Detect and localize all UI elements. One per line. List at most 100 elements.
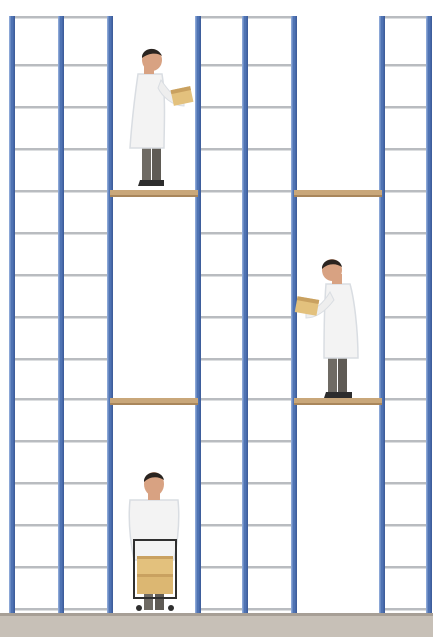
rack-beam [198,106,245,109]
rack-beam [198,608,245,611]
rack-beam [382,566,429,569]
rack-5 [379,16,432,613]
rack-beam [382,64,429,67]
rack-beam [245,148,294,151]
rack-beam [61,148,110,151]
rack-beam [12,358,61,361]
rack-upright-shade [431,16,433,613]
worker-middle-reading [295,259,358,398]
floor [0,613,433,637]
rack-beam [245,190,294,193]
rack-beam [12,274,61,277]
rack-beam [61,106,110,109]
rack-beam [12,106,61,109]
worker-floor-trolley [129,472,179,611]
rack-beam [61,232,110,235]
rack-beam [12,64,61,67]
rack-beam [382,190,429,193]
rack-beam [198,316,245,319]
rack-beam [198,16,245,19]
rack-beam [382,148,429,151]
rack-beam [382,358,429,361]
rack-upright-highlight [426,16,428,613]
worker-upper-reading [130,49,193,186]
floor-edge [0,613,433,616]
rack-beam [12,524,61,527]
rack-beam [12,148,61,151]
rack-beam [245,524,294,527]
rack-beam [61,482,110,485]
rack-beam [61,316,110,319]
rack-beam [245,232,294,235]
rack-beam [198,64,245,67]
middle-deck-left [110,398,198,405]
rack-beam [12,482,61,485]
rack-beam [12,608,61,611]
rack-beam [382,398,429,401]
rack-beam [198,440,245,443]
rack-beam [245,358,294,361]
rack-beam [198,232,245,235]
rack-upright-highlight [9,16,11,613]
rack-1 [9,16,64,613]
rack-beam [61,64,110,67]
rack-beam [245,16,294,19]
rack-beam [382,524,429,527]
rack-4 [242,16,297,613]
middle-deck-right [294,398,382,405]
rack-upright-shade [384,16,386,613]
rack-beam [382,482,429,485]
rack-beam [12,440,61,443]
rack-beam [198,190,245,193]
rack-beam [245,316,294,319]
rack-beam [61,608,110,611]
rack-beam [382,232,429,235]
rack-upright-highlight [379,16,381,613]
box-icon [171,86,194,106]
rack-beam [61,190,110,193]
rack-beam [382,440,429,443]
rack-upright-shade [14,16,16,613]
rack-beam [12,316,61,319]
rack-upright-highlight [107,16,109,613]
rack-beam [245,398,294,401]
rack-upright-shade [112,16,114,613]
rack-2 [58,16,113,613]
rack-beam [245,608,294,611]
rack-upright-highlight [242,16,244,613]
shelving-racks [9,16,432,613]
rack-upright-highlight [195,16,197,613]
rack-beam [61,274,110,277]
rack-beam [382,106,429,109]
rack-beam [245,64,294,67]
rack-beam [12,232,61,235]
rack-beam [61,440,110,443]
rack-beam [198,524,245,527]
rack-beam [61,358,110,361]
rack-beam [198,482,245,485]
rack-beam [382,16,429,19]
rack-beam [245,482,294,485]
rack-beam [198,274,245,277]
upper-deck-left [110,190,198,197]
rack-beam [198,566,245,569]
rack-beam [61,398,110,401]
rack-upright-highlight [58,16,60,613]
rack-beam [198,398,245,401]
rack-beam [61,566,110,569]
rack-beam [198,358,245,361]
rack-beam [245,274,294,277]
rack-beam [61,16,110,19]
rack-beam [245,440,294,443]
rack-upright-shade [296,16,298,613]
rack-beam [382,608,429,611]
rack-beam [198,148,245,151]
rack-beam [245,106,294,109]
rack-beam [12,398,61,401]
rack-beam [382,274,429,277]
upper-deck-right [294,190,382,197]
rack-beam [12,190,61,193]
rack-upright-shade [63,16,65,613]
rack-upright-shade [247,16,249,613]
